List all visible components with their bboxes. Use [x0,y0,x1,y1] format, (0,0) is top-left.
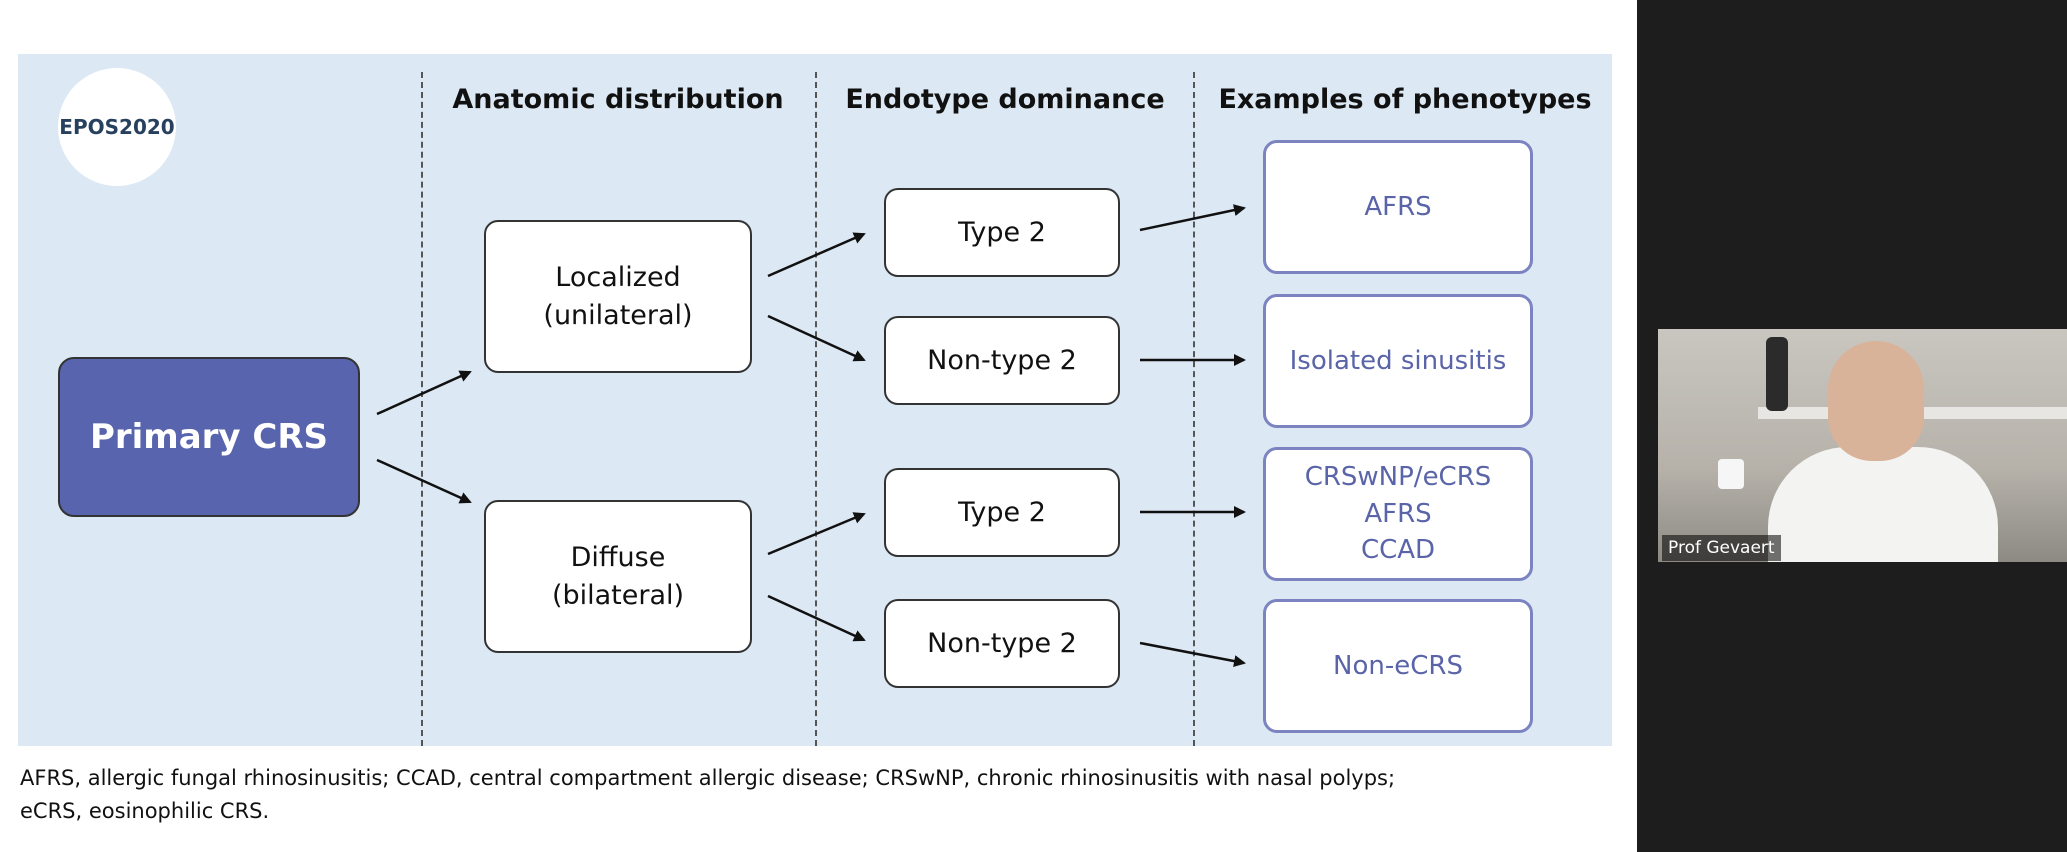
primary-crs-box: Primary CRS [58,357,360,517]
flow-arrows [376,204,1246,668]
phenotype-label: CRSwNP/eCRS [1304,462,1492,493]
microscope-shape [1766,337,1788,411]
header-endotype-dominance: Endotype dominance [845,84,1165,115]
arrow-diffuse-to-type2 [767,512,866,556]
plant-pot-shape [1718,459,1744,489]
column-divider-1 [421,72,423,746]
arrow-diffuse-to-nontype2 [767,594,866,642]
presentation-slide: EPOS2020 Anatomic distribution Endotype … [0,0,1637,852]
arrow-type2-to-afrs [1139,204,1246,232]
localized-label: Localized [555,261,681,293]
arrow-localized-to-nontype2 [767,314,866,362]
arrow-primary-to-diffuse [376,458,472,504]
phenotype-box-crswnp: CRSwNP/eCRS AFRS CCAD [1263,447,1533,581]
localized-box: Localized (unilateral) [484,220,752,373]
person-head-shape [1828,341,1924,461]
phenotype-box-isolated-sinusitis: Isolated sinusitis [1263,294,1533,428]
participant-video-tile[interactable]: Prof Gevaert [1658,329,2067,562]
endotype-box-nontype2-localized: Non-type 2 [884,316,1120,405]
diagram-panel: EPOS2020 Anatomic distribution Endotype … [18,54,1612,746]
endotype-box-type2-diffuse: Type 2 [884,468,1120,557]
diffuse-box: Diffuse (bilateral) [484,500,752,653]
arrow-localized-to-type2 [767,232,866,278]
phenotype-box-afrs: AFRS [1263,140,1533,274]
epos-logo: EPOS2020 [58,68,176,186]
localized-sublabel: (unilateral) [543,299,693,331]
footnote-line-2: eCRS, eosinophilic CRS. [20,798,270,823]
phenotype-label: Non-eCRS [1333,650,1463,681]
endotype-box-nontype2-diffuse: Non-type 2 [884,599,1120,688]
person-shirt-shape [1768,447,1998,562]
arrow-primary-to-localized [376,370,472,416]
phenotype-box-non-ecrs: Non-eCRS [1263,599,1533,733]
column-divider-2 [815,72,817,746]
header-anatomic-distribution: Anatomic distribution [452,84,784,115]
phenotype-label: CCAD [1360,535,1436,566]
diffuse-label: Diffuse [570,541,666,573]
endotype-box-type2-localized: Type 2 [884,188,1120,277]
slide-footnote: AFRS, allergic fungal rhinosinusitis; CC… [20,762,1395,827]
footnote-line-1: AFRS, allergic fungal rhinosinusitis; CC… [20,766,1396,790]
phenotype-label: AFRS [1364,191,1432,222]
header-examples-of-phenotypes: Examples of phenotypes [1218,84,1592,115]
phenotype-label: Isolated sinusitis [1289,345,1507,376]
column-divider-3 [1193,72,1195,746]
phenotype-label: AFRS [1364,498,1432,529]
epos-logo-text: EPOS2020 [59,115,175,139]
arrow-nontype2-to-non-ecrs [1139,641,1246,668]
participant-name-label: Prof Gevaert [1662,535,1781,561]
diffuse-sublabel: (bilateral) [551,579,685,611]
